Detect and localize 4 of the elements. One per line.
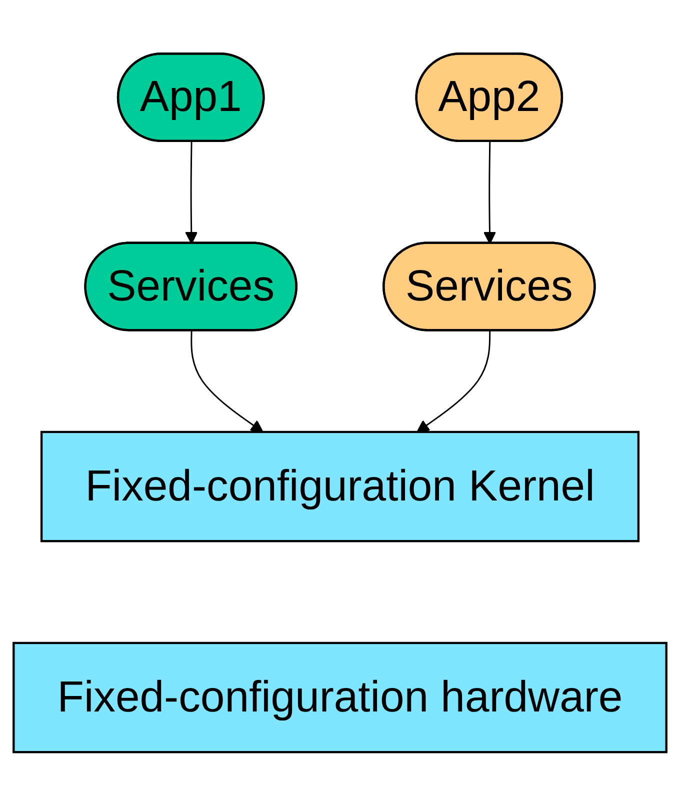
arrow [190, 330, 264, 433]
node-box: Fixed-configuration Kernel [40, 431, 640, 542]
node-box: Fixed-configuration hardware [12, 642, 668, 754]
arrow [416, 330, 491, 433]
